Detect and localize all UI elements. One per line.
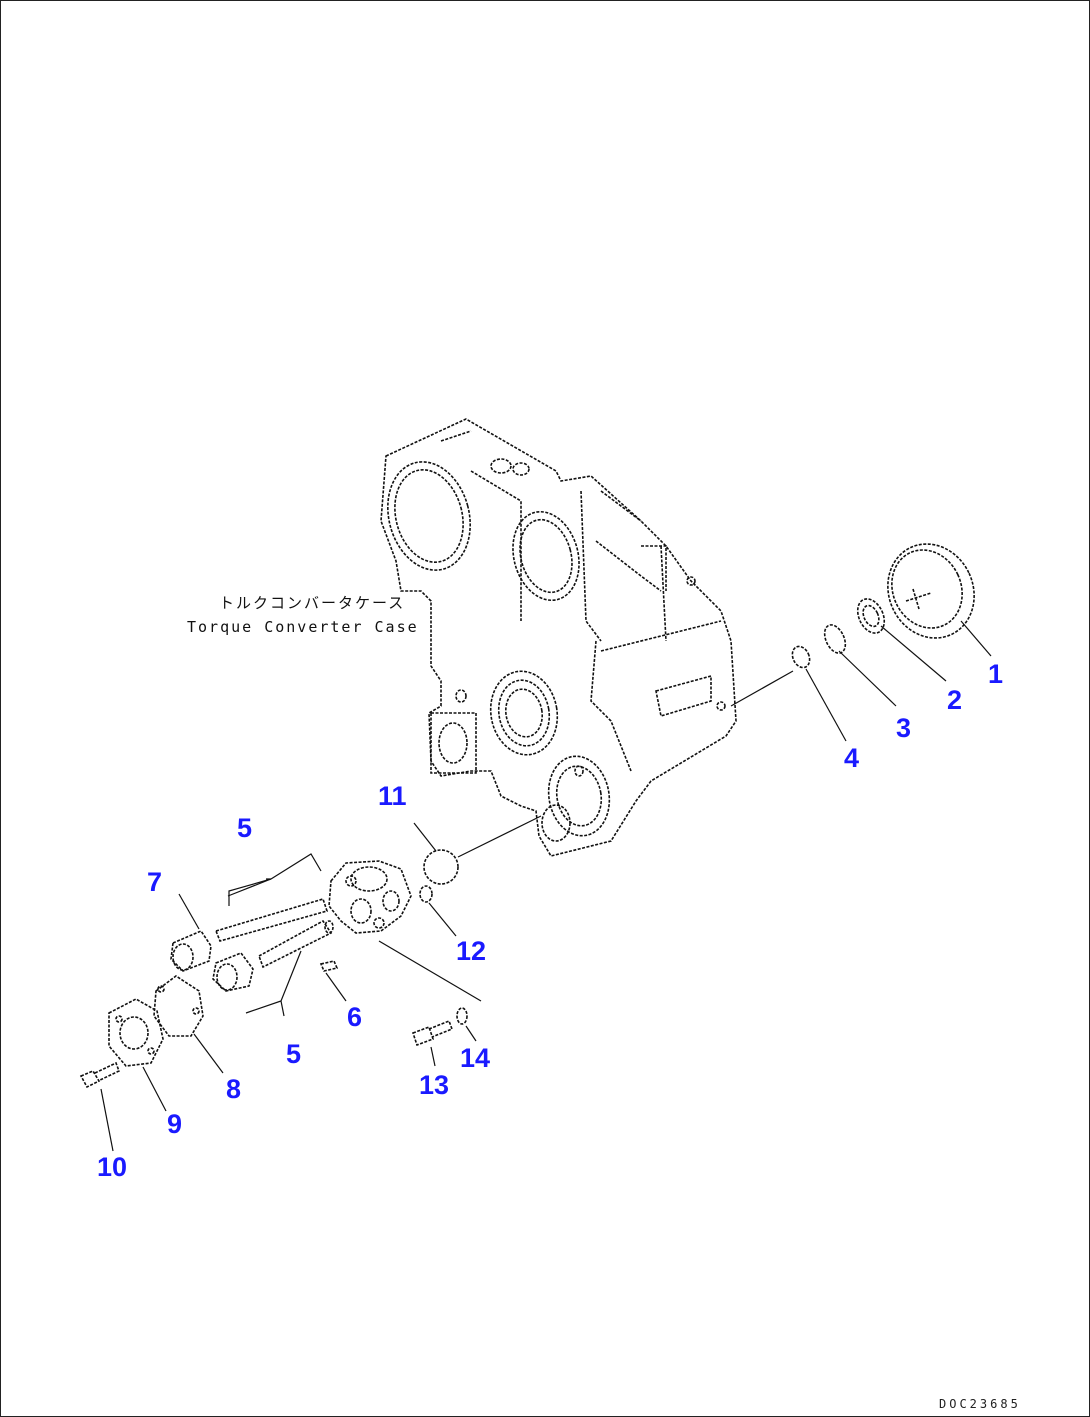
callout-5-bottom: 5 xyxy=(286,1039,302,1069)
part-1-cover xyxy=(887,543,975,639)
callout-8: 8 xyxy=(226,1074,242,1104)
callout-11: 11 xyxy=(378,781,407,811)
torque-converter-case-housing xyxy=(380,418,737,857)
part-11-o-ring xyxy=(423,849,459,885)
leader-lines xyxy=(100,620,992,1152)
part-5-shafts xyxy=(214,898,334,969)
part-9-cover xyxy=(108,998,164,1067)
part-2-seal xyxy=(856,598,886,634)
part-4-o-ring xyxy=(791,645,811,669)
part-5-gear xyxy=(212,952,254,992)
case-label-english: Torque Converter Case xyxy=(187,618,419,636)
callout-5-top: 5 xyxy=(237,813,253,843)
part-10-bolt xyxy=(79,1061,121,1089)
callout-9: 9 xyxy=(167,1109,183,1139)
callout-1: 1 xyxy=(988,659,1004,689)
pump-body xyxy=(328,860,412,934)
part-8-gasket xyxy=(153,975,204,1037)
part-7-gear xyxy=(170,930,212,972)
case-label-japanese: トルクコンバータケース xyxy=(219,594,406,612)
part-6-key xyxy=(319,960,339,972)
callout-7: 7 xyxy=(147,867,163,897)
callout-3: 3 xyxy=(896,713,912,743)
callout-12: 12 xyxy=(456,936,487,966)
callout-10: 10 xyxy=(97,1152,128,1182)
callout-14: 14 xyxy=(460,1043,491,1073)
callout-13: 13 xyxy=(419,1070,450,1100)
part-14-o-ring xyxy=(456,1007,468,1025)
part-3-snap-ring xyxy=(823,624,847,654)
part-12-o-ring xyxy=(419,885,433,903)
part-13-plug xyxy=(411,1019,454,1047)
callout-6: 6 xyxy=(347,1002,363,1032)
document-id: DOC23685 xyxy=(939,1397,1021,1411)
callout-4: 4 xyxy=(844,743,860,773)
callout-2: 2 xyxy=(947,685,963,715)
